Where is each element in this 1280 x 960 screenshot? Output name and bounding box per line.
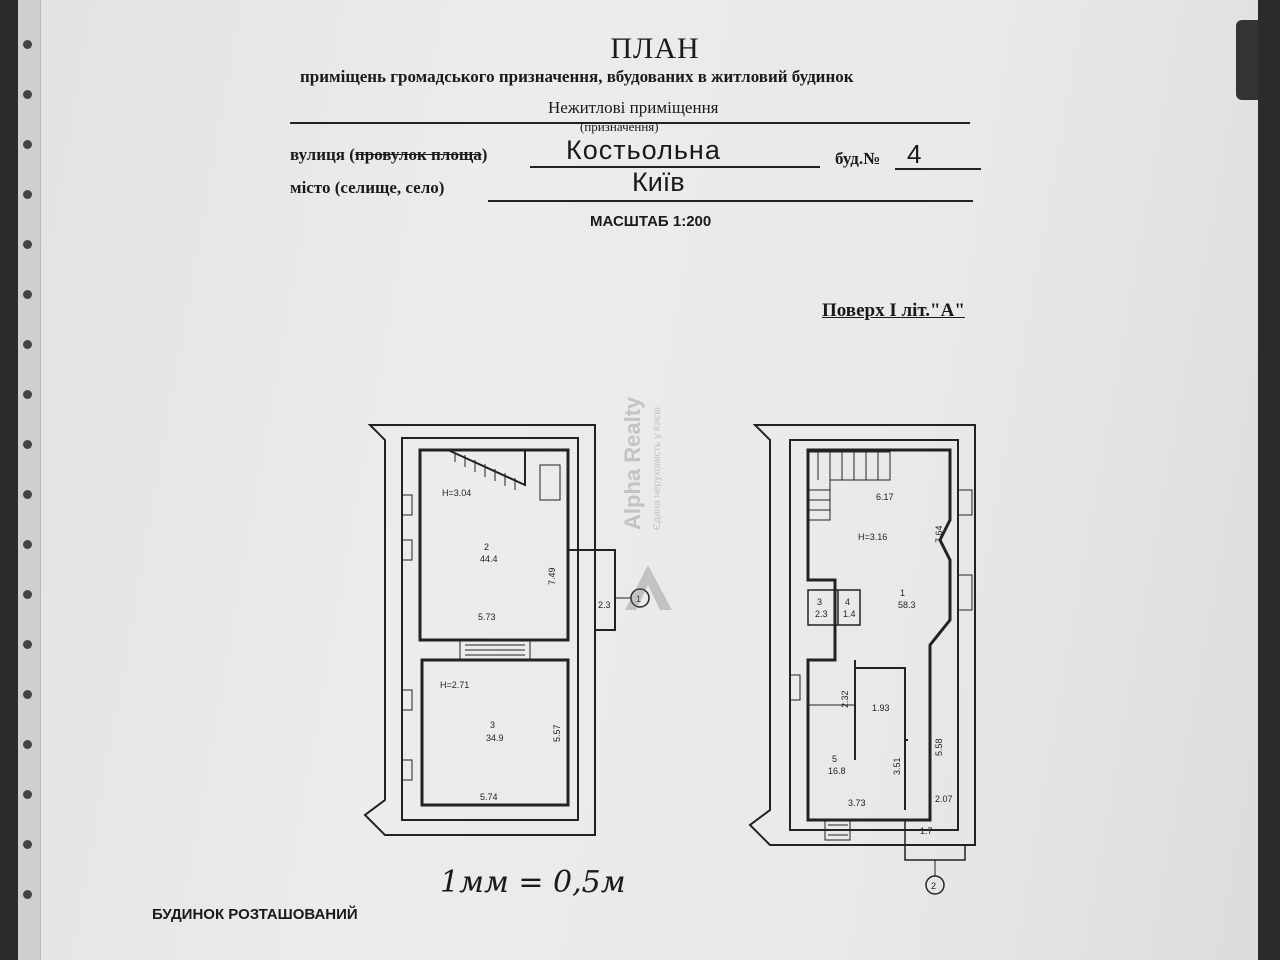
right-room5-length: 3.51 <box>892 757 902 775</box>
street-label: вулиця (провулок площа) <box>290 145 488 164</box>
left-room1-height: H=3.04 <box>442 488 471 498</box>
left-room2-area: 34.9 <box>486 733 504 743</box>
right-bottom-left-width: 3.73 <box>848 798 866 808</box>
right-right-length: 5.58 <box>934 738 944 756</box>
purpose-value: Нежитлові приміщення <box>548 98 719 117</box>
city-value: Київ <box>632 167 685 197</box>
street-line <box>530 166 820 168</box>
street-value: Костьольна <box>566 135 721 165</box>
plan-subtitle: приміщень громадського призначення, вбуд… <box>300 67 854 86</box>
left-room2-length: 5.57 <box>552 724 562 742</box>
right-small-length: 2.32 <box>840 690 850 708</box>
right-vestibule-area: 1.7 <box>920 826 933 836</box>
right-corridor-width: 1.93 <box>872 703 890 713</box>
right-main-number: 1 <box>900 588 905 598</box>
left-room1-number: 2 <box>484 542 489 552</box>
floor-label: Поверх I літ."А" <box>822 300 965 321</box>
document-sheet <box>18 0 1258 960</box>
right-wc2-number: 4 <box>845 597 850 607</box>
binder-shadow <box>1236 20 1258 100</box>
city-line <box>488 200 973 202</box>
city-label: місто (селище, село) <box>290 178 445 197</box>
plan-title: ПЛАН <box>610 32 700 65</box>
right-room5-number: 5 <box>832 754 837 764</box>
left-room2-number: 3 <box>490 720 495 730</box>
building-label: буд.№ <box>835 149 881 168</box>
right-main-length: 7.64 <box>934 525 944 543</box>
right-height: H=3.16 <box>858 532 887 542</box>
purpose-line <box>290 122 970 124</box>
right-wc2-area: 1.4 <box>843 609 856 619</box>
right-room5-area: 16.8 <box>828 766 846 776</box>
right-entrance-marker: 2 <box>931 881 936 891</box>
left-room1-area: 44.4 <box>480 554 498 564</box>
watermark-tagline: Єдина нерухомість у Києві <box>652 407 663 530</box>
building-value: 4 <box>907 139 922 169</box>
right-wc1-number: 3 <box>817 597 822 607</box>
perforated-edge <box>18 0 41 960</box>
scale-text: МАСШТАБ 1:200 <box>590 213 712 230</box>
watermark-brand: Alpha Realty <box>620 396 645 530</box>
handwritten-scale-note: 1мм = 0,5м <box>440 865 626 900</box>
left-entrance-marker: 1 <box>636 594 641 604</box>
left-entrance-width: 2.3 <box>598 600 611 610</box>
left-room2-height: H=2.71 <box>440 680 469 690</box>
left-room2-width: 5.74 <box>480 792 498 802</box>
left-room1-width: 5.73 <box>478 612 496 622</box>
watermark-logo-icon <box>625 565 672 610</box>
right-bottom-right-width: 2.07 <box>935 794 953 804</box>
building-line <box>895 168 981 170</box>
right-main-area: 58.3 <box>898 600 916 610</box>
right-top-width: 6.17 <box>876 492 894 502</box>
footer-text: БУДИНОК РОЗТАШОВАНИЙ <box>152 906 358 923</box>
right-wc1-area: 2.3 <box>815 609 828 619</box>
purpose-caption: (призначення) <box>580 119 659 134</box>
left-room1-length: 7.49 <box>547 567 557 585</box>
